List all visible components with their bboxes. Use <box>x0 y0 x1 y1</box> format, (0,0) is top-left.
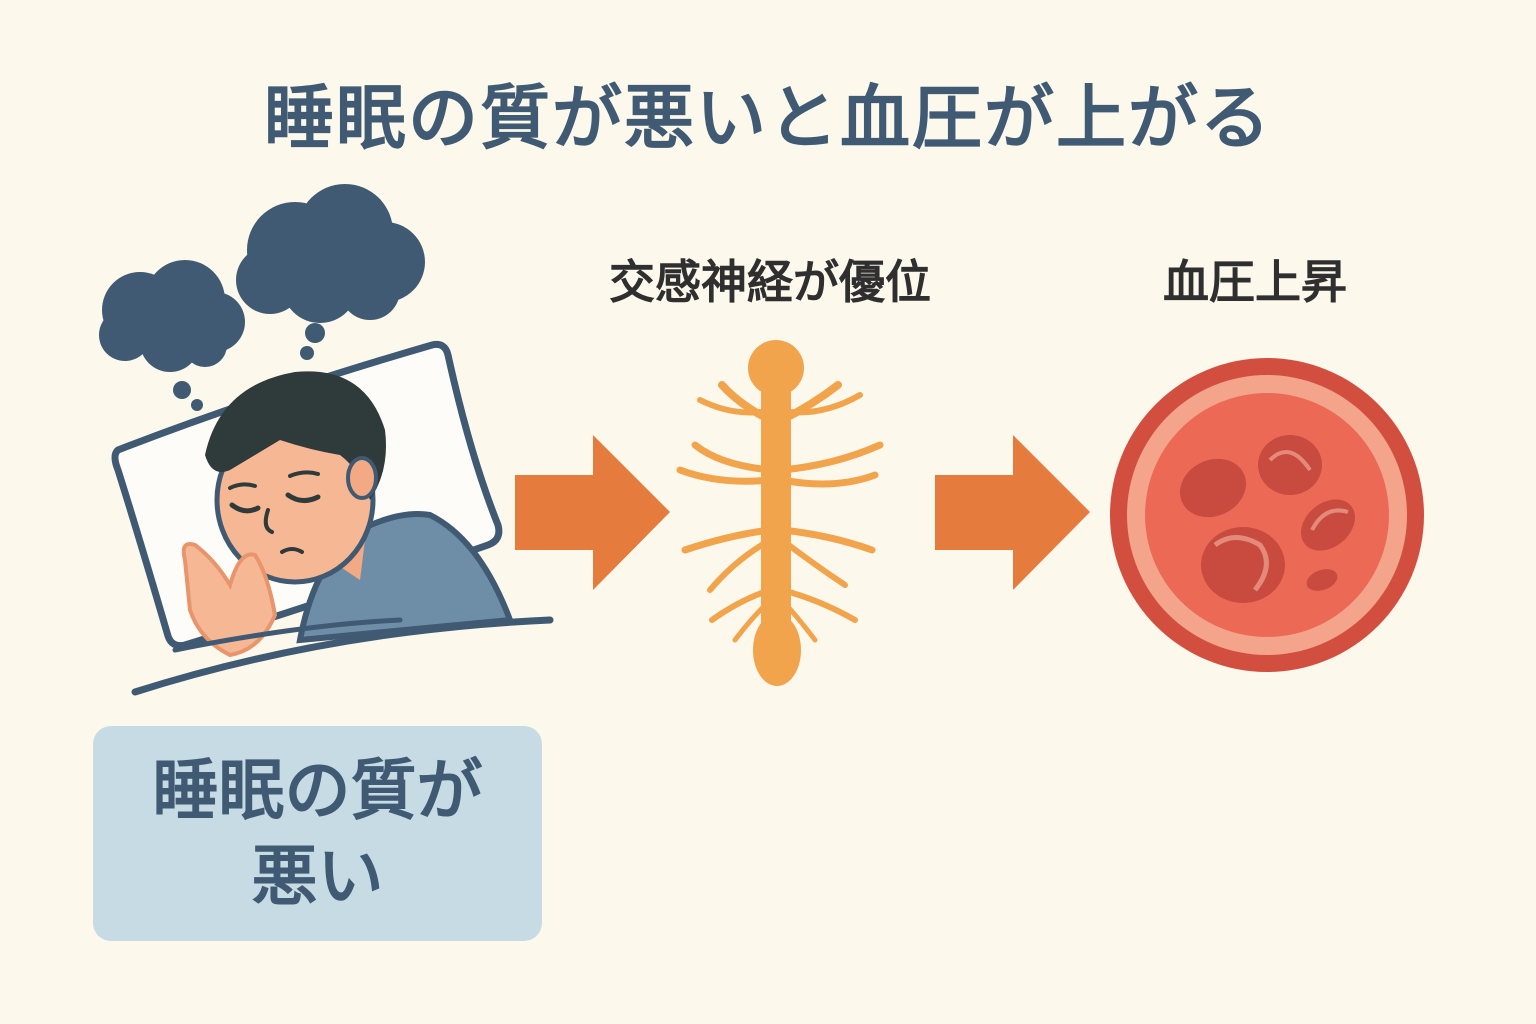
caption-box: 睡眠の質が 悪い <box>93 726 542 941</box>
sleeping-person-icon <box>111 341 554 696</box>
caption-line-2: 悪い <box>251 837 384 915</box>
arrow-icon <box>935 435 1090 590</box>
cloud-icon <box>99 184 425 411</box>
caption-line-1: 睡眠の質が <box>152 751 483 829</box>
nerve-label: 交感神経が優位 <box>609 255 931 309</box>
page-title: 睡眠の質が悪いと血圧が上がる <box>264 77 1272 159</box>
blood-vessel-icon <box>1110 358 1424 672</box>
nerve-icon <box>676 340 884 686</box>
arrow-icon <box>515 435 670 590</box>
bp-label: 血圧上昇 <box>1163 255 1347 309</box>
